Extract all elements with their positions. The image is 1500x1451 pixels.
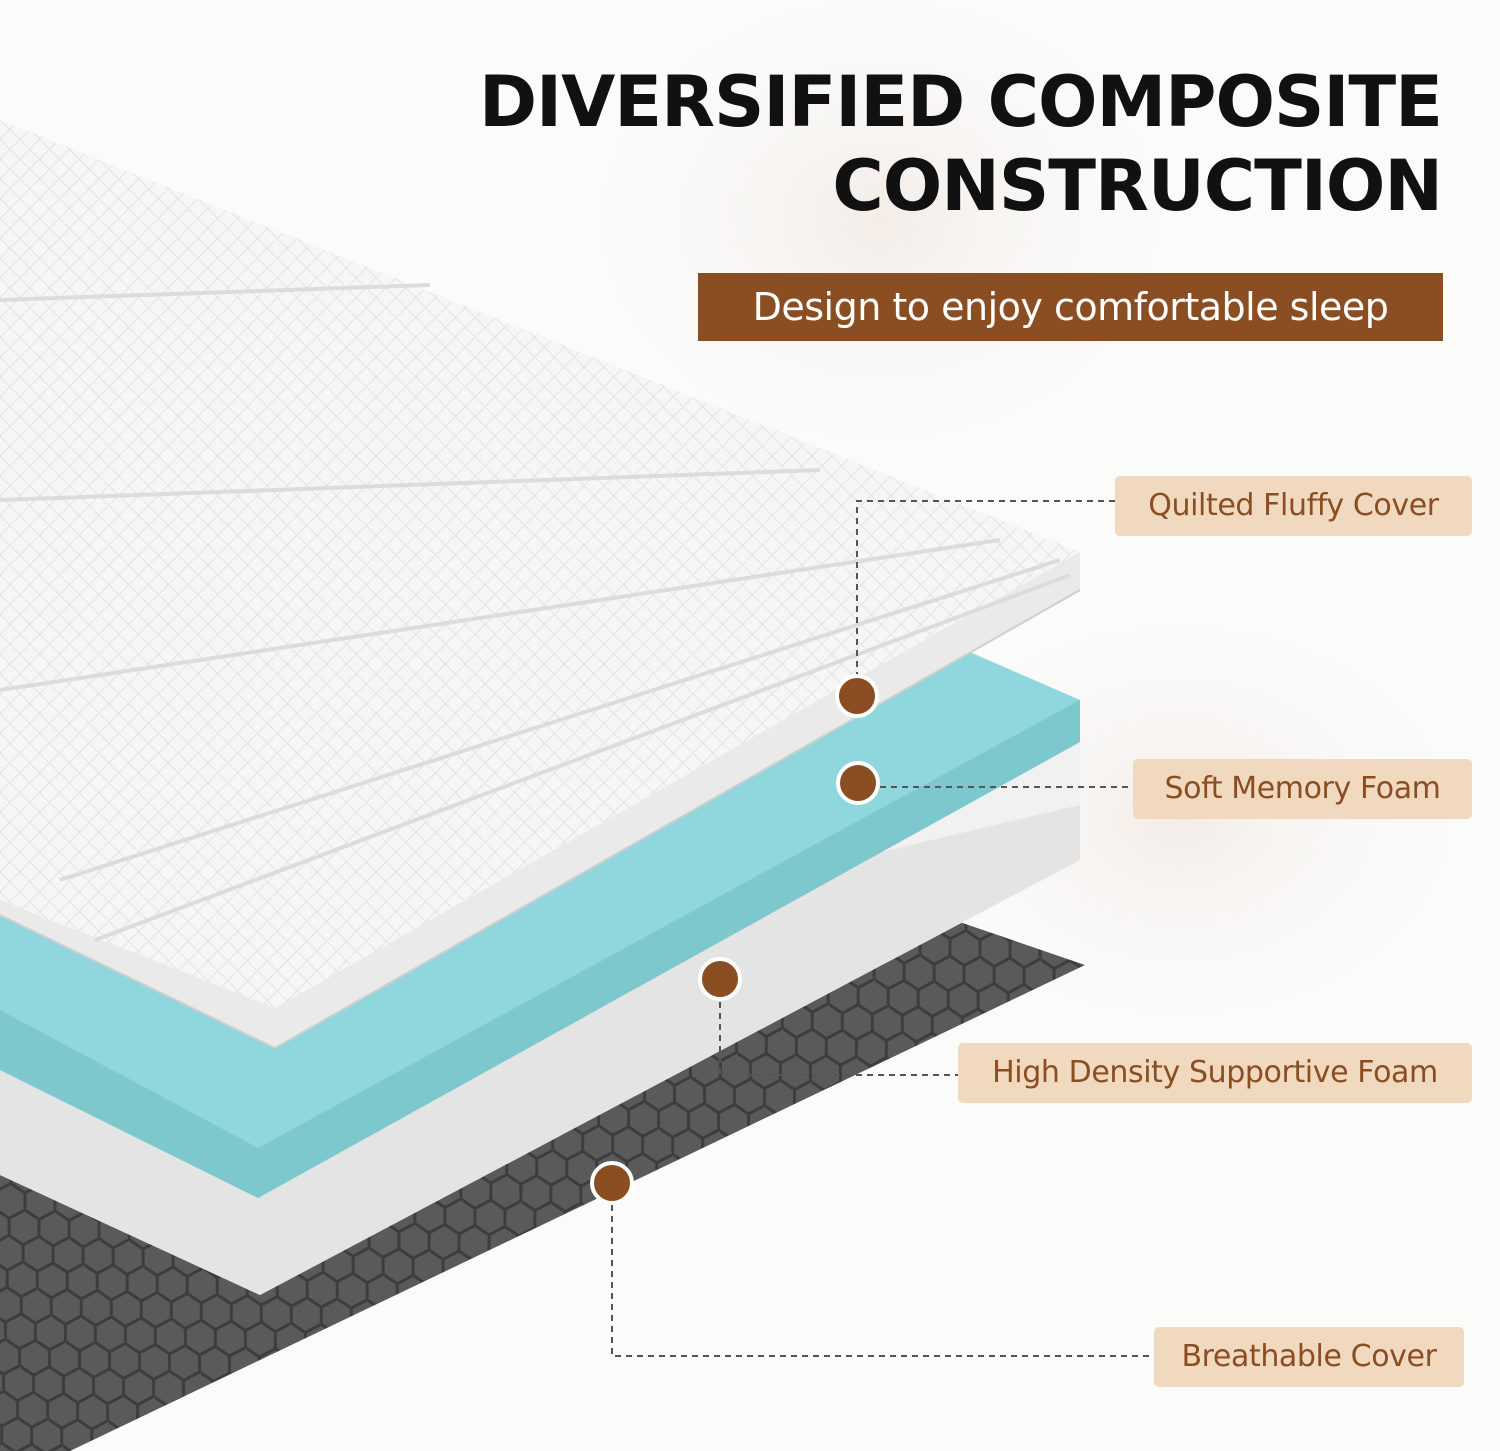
callout-breathable-cover: Breathable Cover [1154, 1327, 1464, 1387]
marker-dot [836, 761, 880, 805]
marker-dot [698, 957, 742, 1001]
memory-foam-layer [0, 650, 1080, 1198]
title-line-1: DIVERSIFIED COMPOSITE [478, 61, 1443, 143]
callout-soft-memory-foam: Soft Memory Foam [1133, 759, 1472, 819]
marker-dot [835, 674, 879, 718]
callout-high-density-foam: High Density Supportive Foam [958, 1043, 1472, 1103]
subtitle-banner: Design to enjoy comfortable sleep [698, 273, 1443, 341]
callout-quilted-fluffy-cover: Quilted Fluffy Cover [1115, 476, 1472, 536]
quilted-cover-layer [0, 120, 1081, 1050]
page-title: DIVERSIFIED COMPOSITE CONSTRUCTION [478, 60, 1443, 228]
title-line-2: CONSTRUCTION [832, 145, 1443, 227]
marker-dot [590, 1161, 634, 1205]
leader-lines [611, 500, 1154, 1357]
breathable-cover-layer [0, 905, 1085, 1451]
